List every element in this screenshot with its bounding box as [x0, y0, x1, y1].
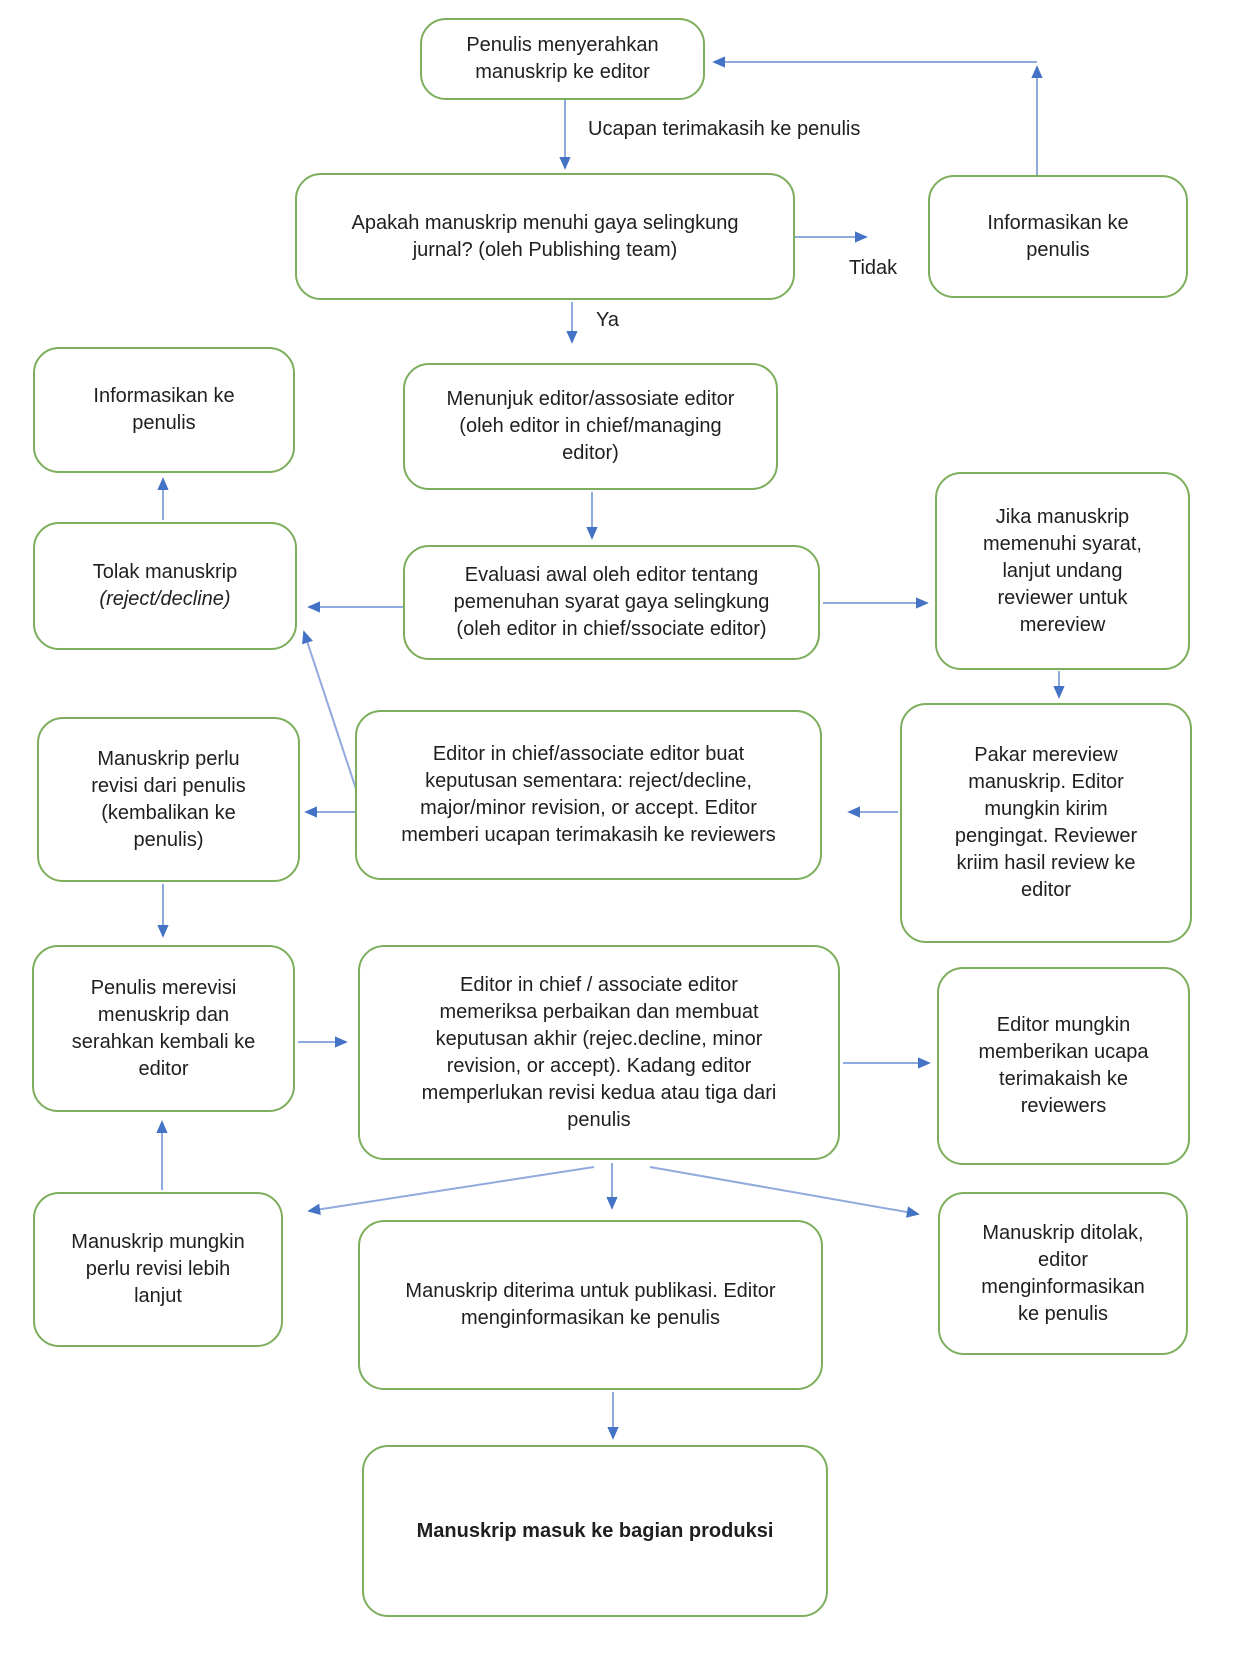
node-style-check-label: Apakah manuskrip menuhi gaya selingkung … [351, 211, 739, 261]
node-invite-reviewer: Jika manuskrip memenuhi syarat, lanjut u… [935, 472, 1190, 670]
node-invite-reviewer-label: Jika manuskrip memenuhi syarat, lanjut u… [983, 505, 1142, 636]
node-expert-review-label: Pakar mereview manuskrip. Editor mungkin… [954, 744, 1138, 901]
node-author-revises-label: Penulis merevisi menuskrip dan serahkan … [71, 976, 256, 1080]
node-further-revision: Manuskrip mungkin perlu revisi lebih lan… [33, 1192, 283, 1347]
node-needs-revision: Manuskrip perlu revisi dari penulis (kem… [37, 717, 300, 882]
node-rejected-final: Manuskrip ditolak, editor menginformasik… [938, 1192, 1188, 1355]
node-rejected-final-label: Manuskrip ditolak, editor menginformasik… [981, 1221, 1145, 1325]
node-inform-author-right: Informasikan ke penulis [928, 175, 1188, 298]
node-reject-manuscript: Tolak manuskrip (reject/decline) [33, 522, 297, 650]
connector-interim-to-reject [302, 630, 357, 790]
node-production-label: Manuskrip masuk ke bagian produksi [416, 1519, 774, 1542]
node-interim-decision-label: Editor in chief/associate editor buat ke… [401, 743, 776, 846]
edge-label-thanks-note: Ucapan terimakasih ke penulis [588, 118, 861, 140]
node-accepted: Manuskrip diterima untuk publikasi. Edit… [358, 1220, 823, 1390]
node-needs-revision-label: Manuskrip perlu revisi dari penulis (kem… [91, 747, 246, 851]
edge-label-yes: Ya [596, 309, 619, 331]
node-final-decision: Editor in chief / associate editor memer… [358, 945, 840, 1160]
node-submit-manuscript: Penulis menyerahkan manuskrip ke editor [420, 18, 705, 100]
node-author-revises: Penulis merevisi menuskrip dan serahkan … [32, 945, 295, 1112]
connector-final-to-rejectedfinal [649, 1166, 920, 1218]
node-reject-line1: Tolak manuskrip [92, 561, 238, 583]
node-inform-author-left-label: Informasikan ke penulis [93, 385, 235, 434]
node-final-decision-label: Editor in chief / associate editor memer… [421, 973, 777, 1131]
node-interim-decision: Editor in chief/associate editor buat ke… [355, 710, 822, 880]
connector-final-to-furtherrevision [307, 1166, 595, 1215]
node-submit-manuscript-label: Penulis menyerahkan manuskrip ke editor [466, 34, 659, 83]
node-reject-line2: (reject/decline) [99, 588, 231, 610]
node-editor-thanks-label: Editor mungkin memberikan ucapa terimaka… [978, 1014, 1149, 1117]
node-initial-evaluation-label: Evaluasi awal oleh editor tentang pemenu… [453, 564, 770, 640]
node-inform-author-left: Informasikan ke penulis [33, 347, 295, 473]
node-style-check: Apakah manuskrip menuhi gaya selingkung … [295, 173, 795, 300]
node-appoint-editor-label: Menunjuk editor/assosiate editor (oleh e… [446, 388, 735, 464]
node-expert-review: Pakar mereview manuskrip. Editor mungkin… [900, 703, 1192, 943]
node-further-revision-label: Manuskrip mungkin perlu revisi lebih lan… [71, 1231, 245, 1307]
node-editor-thanks: Editor mungkin memberikan ucapa terimaka… [937, 967, 1190, 1165]
node-initial-evaluation: Evaluasi awal oleh editor tentang pemenu… [403, 545, 820, 660]
node-accepted-label: Manuskrip diterima untuk publikasi. Edit… [405, 1280, 776, 1329]
node-production: Manuskrip masuk ke bagian produksi [362, 1445, 828, 1617]
node-inform-author-right-label: Informasikan ke penulis [987, 211, 1129, 261]
edge-label-no: Tidak [849, 257, 898, 279]
node-appoint-editor: Menunjuk editor/assosiate editor (oleh e… [403, 363, 778, 490]
